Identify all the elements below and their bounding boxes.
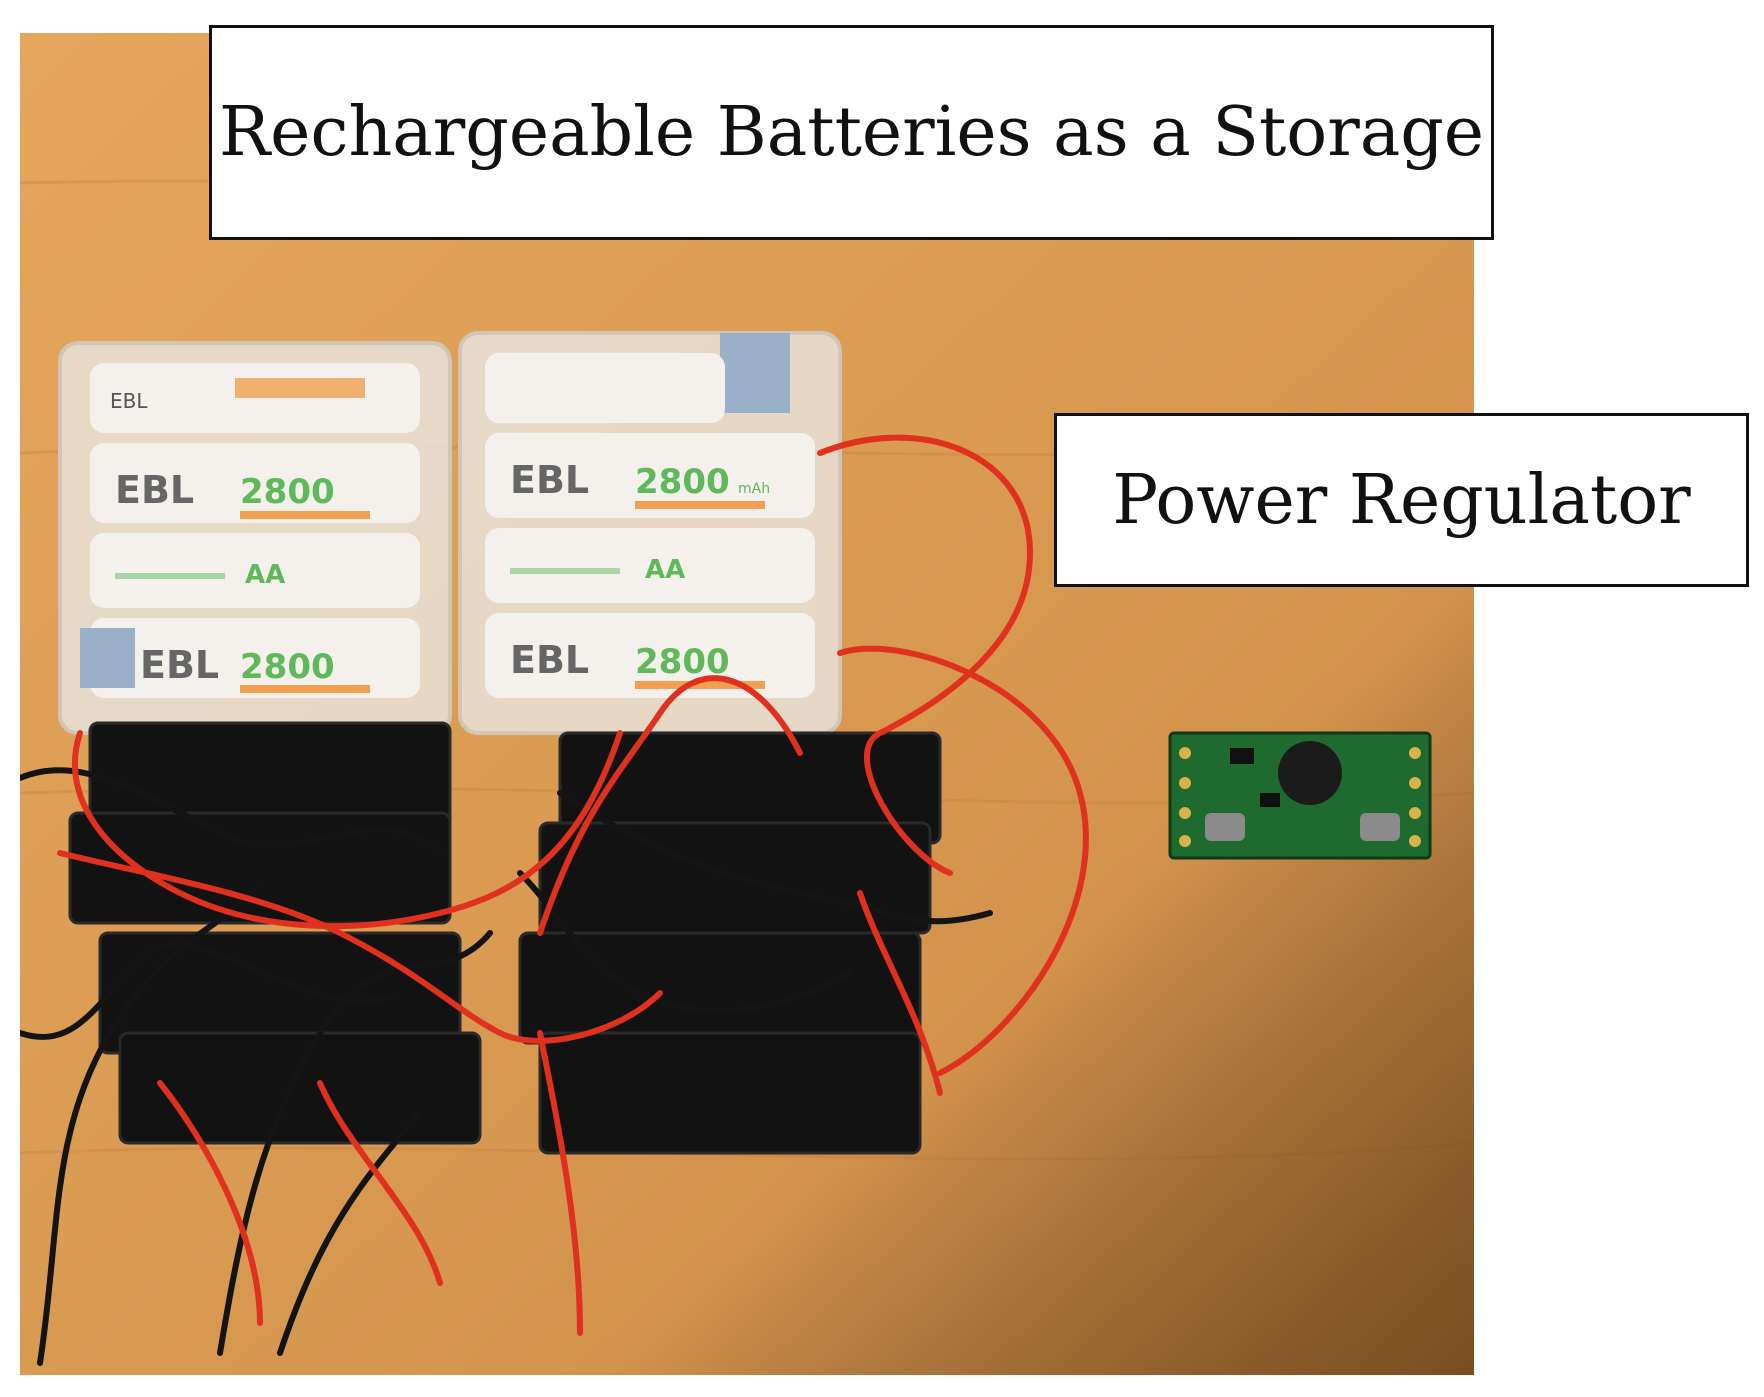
- qr-code-label: [720, 333, 790, 413]
- battery-capacity-text: 2800: [635, 462, 730, 502]
- wires-black: [20, 767, 993, 1366]
- battery-cell: EBL 2800: [90, 443, 420, 523]
- battery-unit-text: mAh: [738, 481, 770, 497]
- battery-holder: [118, 1031, 482, 1145]
- storage-label: Rechargeable Batteries as a Storage: [209, 25, 1494, 240]
- battery-cell: AA: [485, 528, 815, 603]
- battery-size-text: AA: [645, 555, 685, 585]
- battery-case-left: EBL EBL 2800 AA EBL 2800: [58, 341, 452, 735]
- battery-brand-text: EBL: [115, 468, 194, 512]
- battery-capacity-text: 2800: [240, 647, 335, 687]
- battery-holder: [538, 1031, 922, 1155]
- storage-label-text: Rechargeable Batteries as a Storage: [218, 93, 1485, 172]
- battery-cell: AA: [90, 533, 420, 608]
- battery-brand-text: EBL: [510, 458, 589, 502]
- power-regulator-board: [1168, 731, 1432, 860]
- battery-cell: EBL 2800 mAh: [485, 433, 815, 518]
- battery-holder: [68, 811, 452, 925]
- battery-cell: [485, 353, 725, 423]
- battery-brand-text: EBL: [140, 643, 219, 687]
- battery-case-right: EBL 2800 mAh AA EBL 2800: [458, 331, 842, 735]
- battery-cell: EBL: [90, 363, 420, 433]
- battery-cell: EBL 2800: [80, 618, 420, 698]
- battery-capacity-text: 2800: [240, 472, 335, 512]
- battery-brand-text: EBL: [510, 638, 589, 682]
- regulator-label-text: Power Regulator: [1112, 460, 1691, 540]
- battery-brand-text: EBL: [110, 389, 148, 413]
- regulator-label: Power Regulator: [1054, 413, 1749, 587]
- photo: EBL EBL 2800 AA EBL 2800: [20, 33, 1474, 1375]
- battery-cell: EBL 2800: [485, 613, 815, 698]
- battery-size-text: AA: [245, 560, 285, 590]
- wires-red: [57, 434, 1089, 1336]
